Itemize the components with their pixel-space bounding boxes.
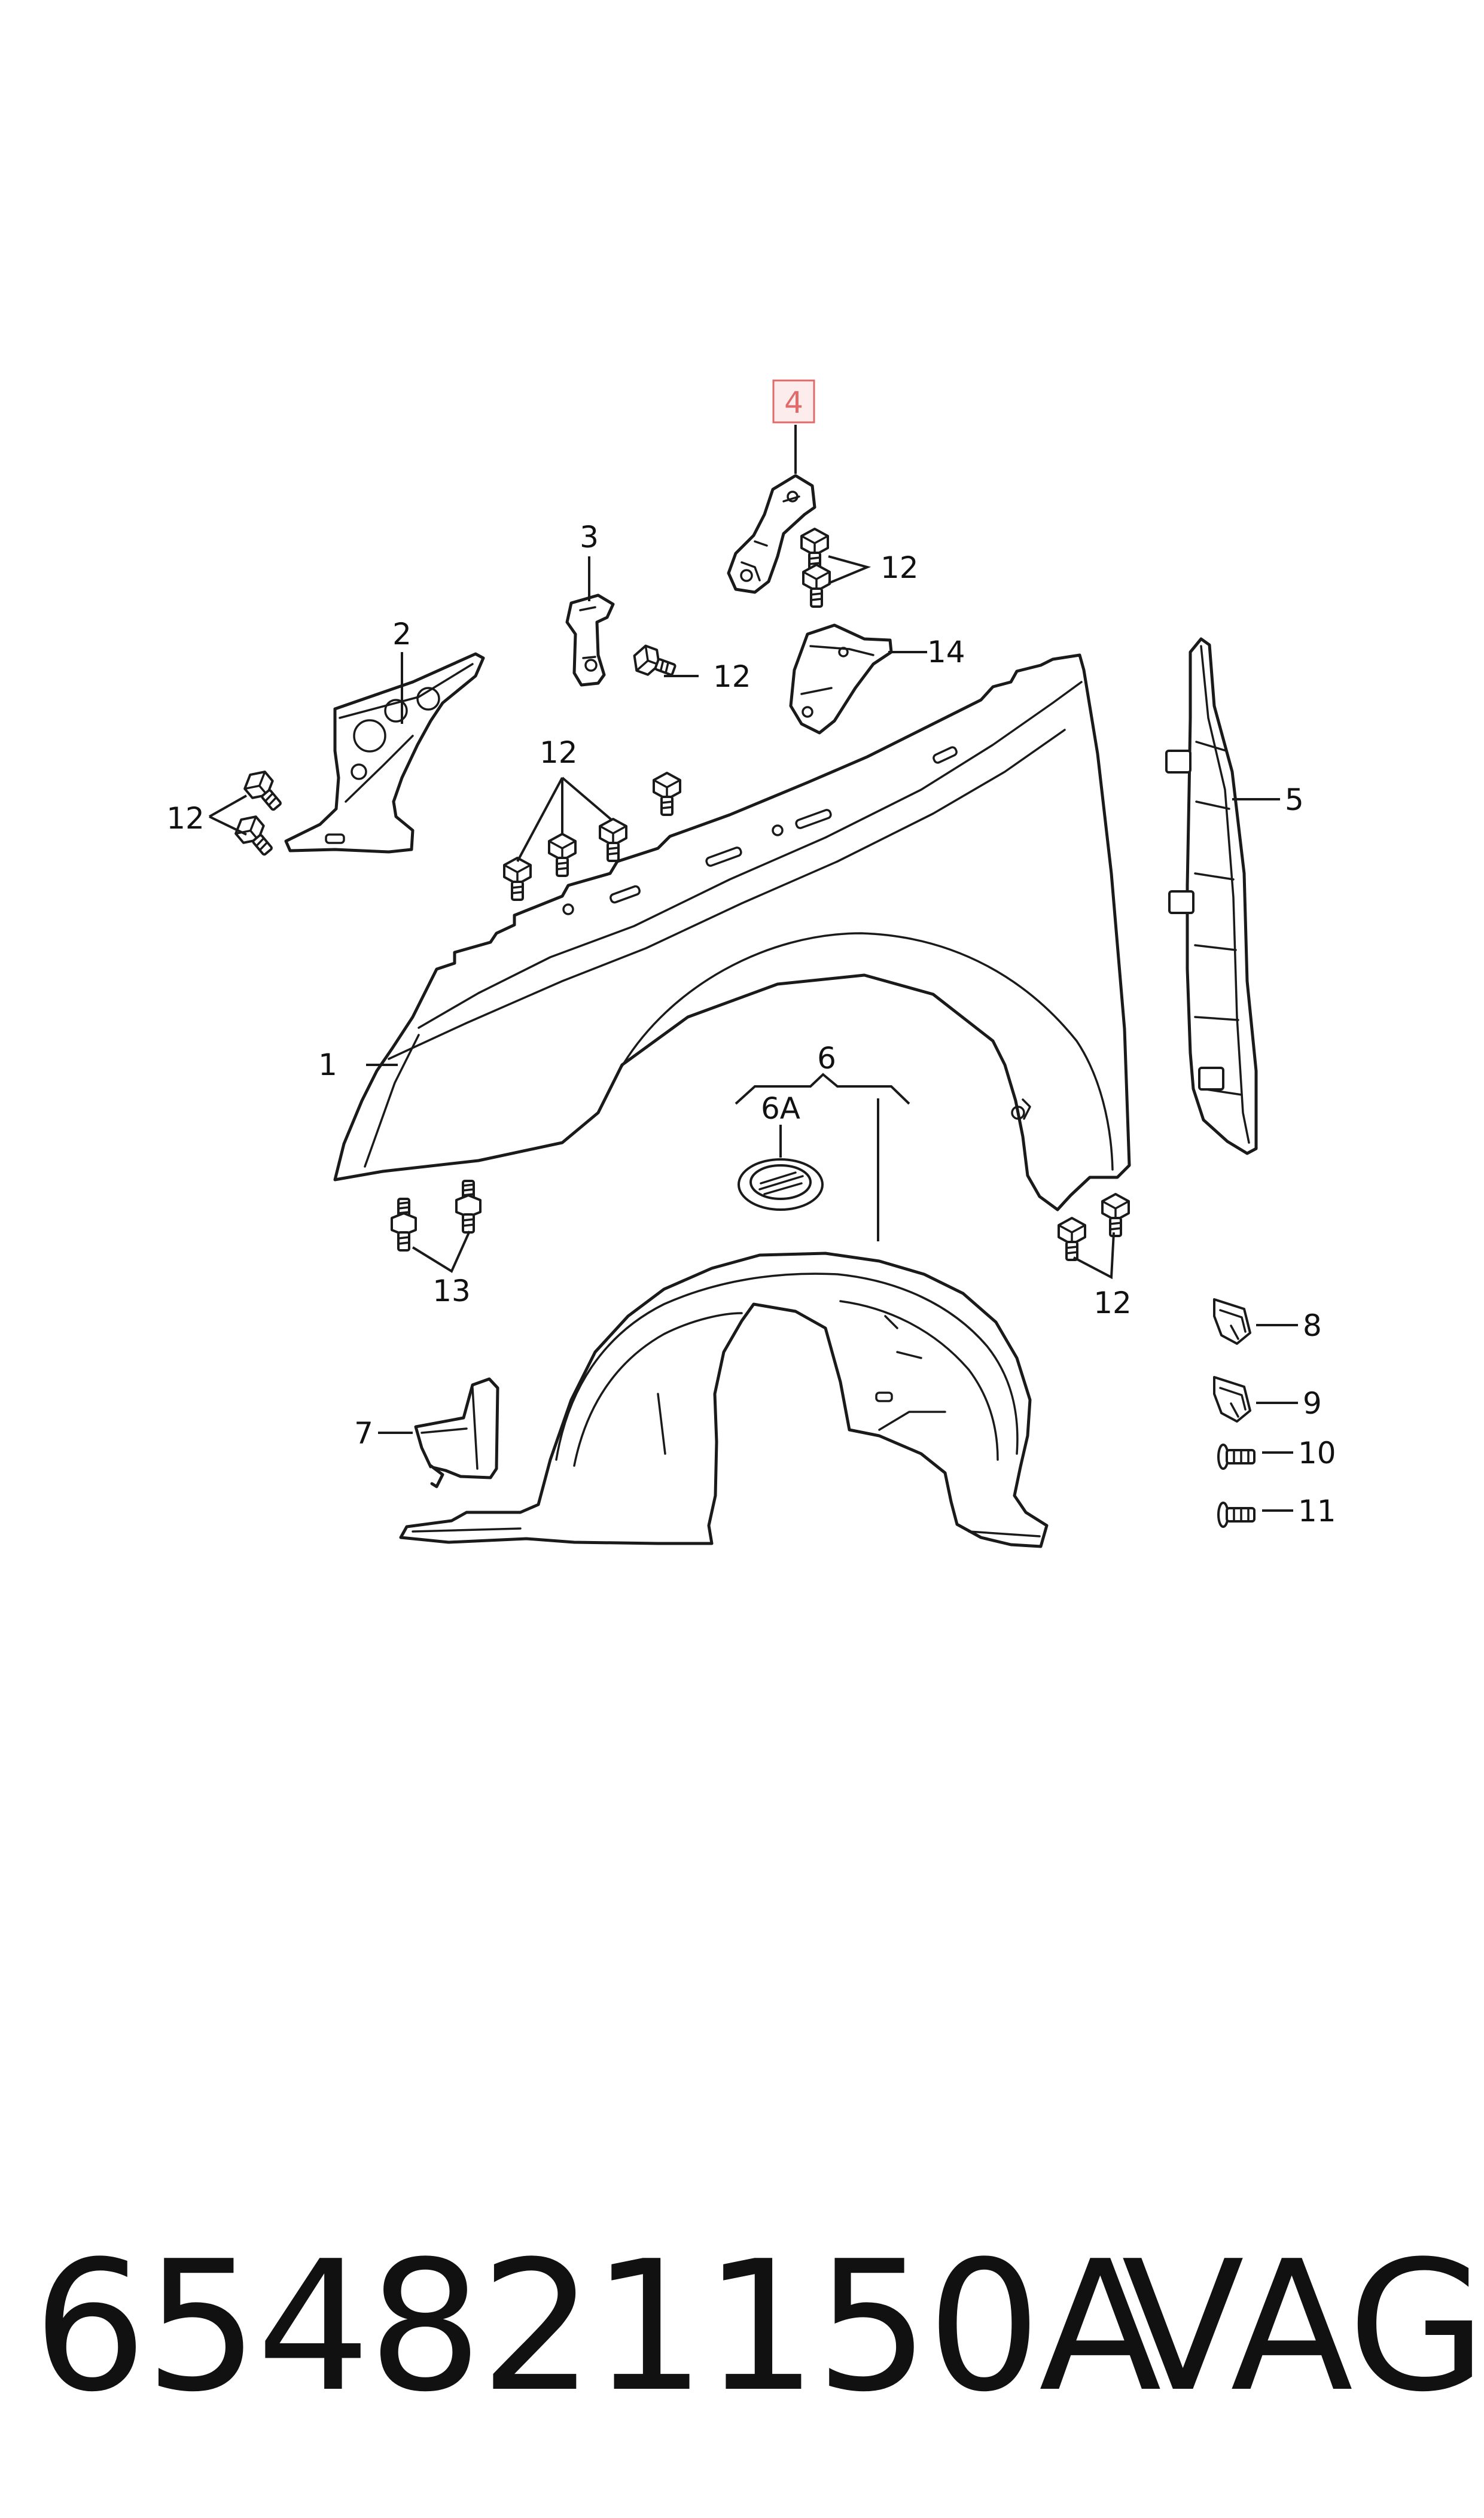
bolt-group-part4 [800, 528, 831, 608]
screw-part10 [1217, 1444, 1256, 1470]
label-part-8: 8 [1303, 1308, 1322, 1343]
part-14-bracket [789, 623, 893, 735]
label-part-9: 9 [1303, 1386, 1322, 1421]
brand-name: VAG [1122, 2222, 1484, 2431]
stud-group-part13 [391, 1180, 482, 1252]
leader-lines [209, 425, 1298, 1512]
label-part-1: 1 [318, 1048, 337, 1082]
label-part-2: 2 [392, 617, 412, 651]
label-part-14: 14 [927, 635, 965, 669]
part-7-bracket [414, 1377, 499, 1488]
label-part-7: 7 [354, 1416, 373, 1451]
part-6a-grommet [738, 1158, 824, 1211]
bolt-group-fender-rear [1058, 1193, 1130, 1261]
part-1-fender [333, 653, 1131, 1211]
clip-part9 [1213, 1376, 1251, 1423]
exploded-parts-diagram: 4 3 2 1 5 14 12 12 12 12 12 13 6 6A 7 8 … [166, 379, 1336, 1548]
part-4-bracket [727, 474, 816, 594]
callout-labels: 4 3 2 1 5 14 12 12 12 12 12 13 6 6A 7 8 … [166, 379, 1336, 1529]
label-part-6: 6 [817, 1041, 836, 1076]
label-part-3: 3 [580, 520, 599, 555]
label-part-12-fender-rear: 12 [1093, 1286, 1132, 1320]
highlight-box-part-4 [772, 379, 815, 424]
label-part-13: 13 [432, 1274, 471, 1308]
label-part-4: 4 [784, 385, 803, 420]
label-part-11: 11 [1298, 1494, 1336, 1529]
part-number: 654821150A [33, 2222, 1162, 2431]
label-part-12-bracket2: 12 [166, 801, 205, 836]
part-6-wheel-liner [399, 1252, 1049, 1548]
part-2-bracket [284, 652, 485, 854]
label-part-5: 5 [1285, 783, 1304, 817]
clip-part8 [1213, 1298, 1251, 1345]
footer: 654821150A VAG [0, 2213, 1484, 2441]
part-5-seal-strip [1165, 637, 1258, 1155]
label-part-10: 10 [1298, 1436, 1336, 1470]
label-part-12-bracket4: 12 [880, 550, 919, 585]
part-3-bracket [565, 593, 615, 687]
label-part-12-fender-top: 12 [540, 735, 578, 770]
screw-part11 [1217, 1502, 1256, 1528]
label-part-12-bracket3: 12 [713, 659, 751, 694]
label-part-6a: 6A [761, 1091, 800, 1126]
bolt-group-part2 [230, 765, 289, 861]
